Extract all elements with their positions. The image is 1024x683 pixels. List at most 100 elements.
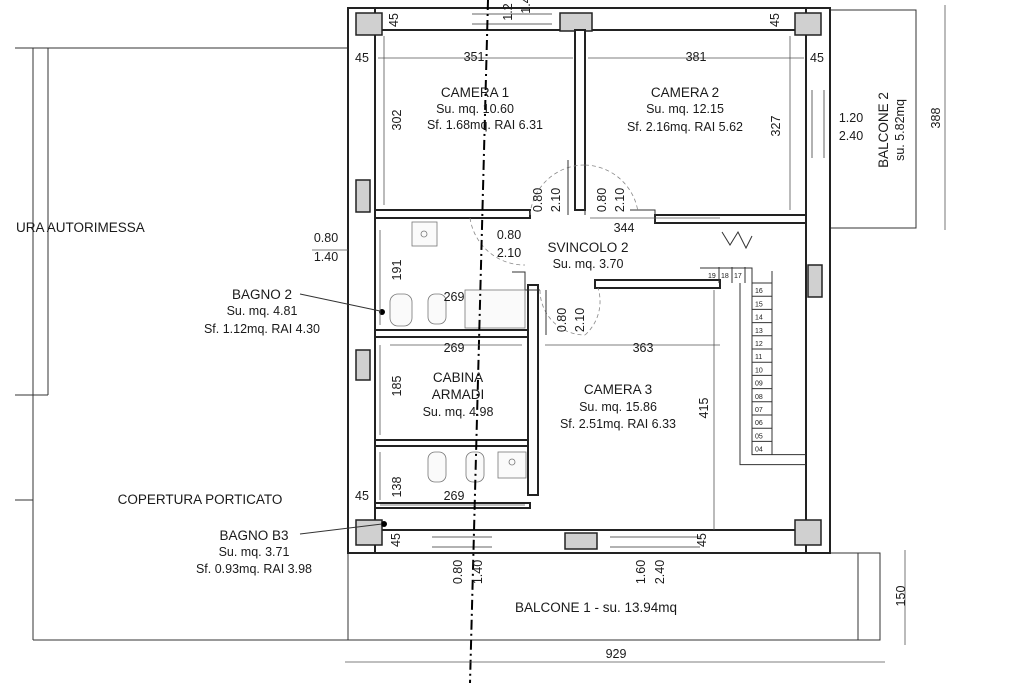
balcone1-label: BALCONE 1 - su. 13.94mq <box>515 600 677 615</box>
balcone2-area: su. 5.82mq <box>893 99 907 161</box>
cabina-area: Su. mq. 4.98 <box>423 405 494 419</box>
structural-columns <box>355 12 823 550</box>
dim-sv-080a: 0.80 <box>531 188 545 212</box>
camera1-name: CAMERA 1 <box>441 85 509 100</box>
camera2-name: CAMERA 2 <box>651 85 719 100</box>
dim-185: 185 <box>390 376 404 397</box>
room-labels: CAMERA 1 Su. mq. 10.60 Sf. 1.68mq. RAI 6… <box>16 85 907 615</box>
dim-sv-210d: 2.10 <box>573 308 587 332</box>
dim-bottom-140: 1.40 <box>471 560 485 584</box>
dim-150: 150 <box>894 586 908 607</box>
camera3-name: CAMERA 3 <box>584 382 652 397</box>
dim-bottom-160: 1.60 <box>634 560 648 584</box>
stair-step-number: 10 <box>755 367 763 374</box>
dim-45-d: 45 <box>810 51 824 65</box>
staircase: 16 15 14 13 12 11 10 09 08 07 06 05 04 19 18 17 <box>700 230 806 466</box>
bagnob3-marker <box>381 521 387 527</box>
bathroom-fixtures <box>299 221 527 535</box>
svincolo-name: SVINCOLO 2 <box>547 240 628 255</box>
cabina-name-1: CABINA <box>433 370 483 385</box>
camera3-ratio: Sf. 2.51mq. RAI 6.33 <box>560 417 676 431</box>
camera1-ratio: Sf. 1.68mq. RAI 6.31 <box>427 118 543 132</box>
dim-191: 191 <box>390 260 404 281</box>
dim-45-c: 45 <box>768 13 782 27</box>
dim-45-g: 45 <box>695 533 709 547</box>
bagnob3-ratio: Sf. 0.93mq. RAI 3.98 <box>196 562 312 576</box>
dim-top-b: 1.4 <box>519 0 533 14</box>
dim-327: 327 <box>769 116 783 137</box>
dim-sv-210a: 2.10 <box>549 188 563 212</box>
svincolo-area: Su. mq. 3.70 <box>553 257 624 271</box>
camera3-area: Su. mq. 15.86 <box>579 400 657 414</box>
landing-step-number: 19 <box>708 273 716 280</box>
dim-bottom-080: 0.80 <box>451 560 465 584</box>
interior-walls <box>374 29 807 509</box>
exterior-walls <box>347 7 831 554</box>
dim-left-140: 1.40 <box>314 250 338 264</box>
stair-step-number: 09 <box>755 381 763 388</box>
bagnob3-name: BAGNO B3 <box>219 528 288 543</box>
dim-269b: 269 <box>444 341 465 355</box>
stair-step-number: 11 <box>755 354 762 361</box>
bagno2-name: BAGNO 2 <box>232 287 292 302</box>
camera1-area: Su. mq. 10.60 <box>436 102 514 116</box>
dim-138: 138 <box>390 477 404 498</box>
dim-351: 351 <box>464 50 485 64</box>
dim-269c: 269 <box>444 489 465 503</box>
dim-381: 381 <box>686 50 707 64</box>
dim-45-b: 45 <box>355 51 369 65</box>
stair-step-number: 06 <box>755 420 763 427</box>
dim-top-a: 1.2 <box>501 3 515 20</box>
camera2-ratio: Sf. 2.16mq. RAI 5.62 <box>627 120 743 134</box>
stair-step-number: 13 <box>755 328 763 335</box>
door-swings <box>469 160 639 336</box>
dim-45-e: 45 <box>355 489 369 503</box>
dim-269a: 269 <box>444 290 465 304</box>
dim-929: 929 <box>606 647 627 661</box>
dim-bottom-240: 2.40 <box>653 560 667 584</box>
bagno2-ratio: Sf. 1.12mq. RAI 4.30 <box>204 322 320 336</box>
stair-outline <box>751 283 806 456</box>
dimension-labels: 1.2 1.4 45 45 45 45 45 45 45 351 381 302… <box>314 0 943 661</box>
bagno2-marker <box>379 309 385 315</box>
stair-step-number: 08 <box>755 394 763 401</box>
stair-step-number: 07 <box>755 407 763 414</box>
stair-step-number: 04 <box>755 447 763 454</box>
dim-sv-080d: 0.80 <box>555 308 569 332</box>
camera2-area: Su. mq. 12.15 <box>646 102 724 116</box>
stair-break-line <box>721 230 753 250</box>
dimension-lines <box>312 5 946 663</box>
dim-sv-080b: 0.80 <box>595 188 609 212</box>
dim-363: 363 <box>633 341 654 355</box>
dim-sv-210b: 2.10 <box>613 188 627 212</box>
landing-step-number: 18 <box>721 273 729 280</box>
dim-left-080: 0.80 <box>314 231 338 245</box>
balcony-1 <box>347 552 881 641</box>
stair-step-number: 12 <box>755 341 763 348</box>
dim-415: 415 <box>697 398 711 419</box>
dim-388: 388 <box>929 108 943 129</box>
stair-step-number: 15 <box>755 301 763 308</box>
bagnob3-area: Su. mq. 3.71 <box>219 545 290 559</box>
stair-step-number: 05 <box>755 433 763 440</box>
dim-45-a: 45 <box>387 13 401 27</box>
section-axis <box>469 0 489 683</box>
landing-step-number: 17 <box>734 273 742 280</box>
dim-balcone2-120: 1.20 <box>839 111 863 125</box>
bagno2-area: Su. mq. 4.81 <box>227 304 298 318</box>
porticato-label: COPERTURA PORTICATO <box>118 492 283 507</box>
stair-step-number: 16 <box>755 288 763 295</box>
stair-step-number: 14 <box>755 315 763 322</box>
autorimessa-label: URA AUTORIMESSA <box>16 220 145 235</box>
stair-landing-line <box>700 267 753 283</box>
dim-balcone2-240: 2.40 <box>839 129 863 143</box>
cabina-name-2: ARMADI <box>432 387 485 402</box>
balcone2-name: BALCONE 2 <box>876 92 891 168</box>
dim-344: 344 <box>614 221 635 235</box>
stair-wall-line <box>739 283 806 466</box>
dim-302: 302 <box>390 110 404 131</box>
dim-sv-210c: 2.10 <box>497 246 521 260</box>
dim-45-f: 45 <box>389 533 403 547</box>
dim-sv-080c: 0.80 <box>497 228 521 242</box>
